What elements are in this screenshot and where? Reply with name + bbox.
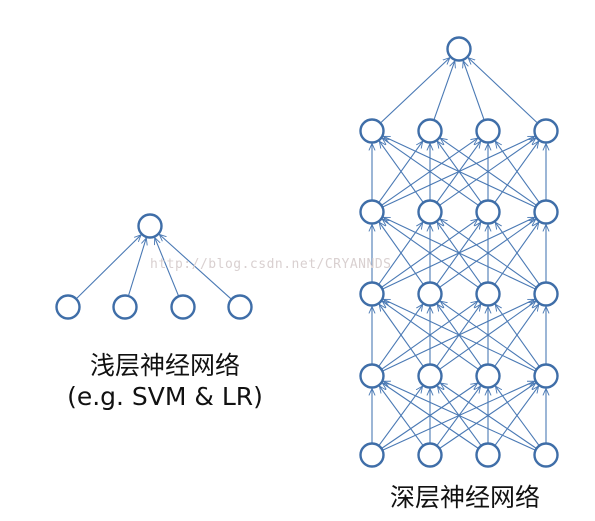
shallow-node-layer0-2	[170, 294, 196, 320]
shallow-edge-l0-n2-to-n0	[155, 238, 180, 297]
shallow-edge-l0-n1-to-n0	[127, 238, 146, 297]
deep-edge-l0-n2-to-n0	[382, 383, 479, 449]
deep-edge-l2-n3-to-n1	[440, 219, 537, 288]
deep-node-layer3-1	[417, 199, 443, 225]
deep-node-layer0-0	[359, 442, 385, 468]
deep-node-layer0-3	[533, 442, 559, 468]
deep-node-layer3-2	[475, 199, 501, 225]
deep-edge-l0-n3-to-n2	[495, 386, 540, 447]
watermark-text: http://blog.csdn.net/CRYANNDS	[150, 257, 392, 272]
deep-node-layer2-1	[417, 281, 443, 307]
deep-edge-l4-n2-to-n0	[463, 61, 485, 121]
deep-node-layer3-3	[533, 199, 559, 225]
deep-node-layer2-2	[475, 281, 501, 307]
deep-network-title: 深层神经网络	[389, 483, 540, 512]
deep-edge-l3-n3-to-n0	[383, 135, 536, 208]
deep-node-layer4-0	[359, 118, 385, 144]
deep-node-layer1-0	[359, 363, 385, 389]
deep-node-layer2-0	[359, 281, 385, 307]
deep-node-layer1-2	[475, 363, 501, 389]
deep-edge-l2-n3-to-n0	[383, 216, 536, 290]
deep-edge-l1-n3-to-n2	[495, 304, 540, 367]
deep-edge-l3-n1-to-n0	[379, 141, 424, 203]
shallow-edge-l0-n3-to-n0	[159, 234, 232, 300]
deep-edge-l2-n2-to-n0	[382, 219, 479, 288]
deep-edge-l3-n3-to-n1	[440, 138, 537, 206]
deep-node-layer5-0	[446, 36, 472, 62]
deep-edge-l3-n3-to-n2	[495, 141, 540, 203]
deep-node-layer4-3	[533, 118, 559, 144]
deep-edge-l4-n3-to-n0	[468, 58, 538, 124]
deep-node-layer3-0	[359, 199, 385, 225]
deep-node-layer1-3	[533, 363, 559, 389]
deep-node-layer0-1	[417, 442, 443, 468]
shallow-network-subtitle: (e.g. SVM & LR)	[67, 382, 263, 411]
deep-edge-l1-n3-to-n1	[440, 301, 537, 370]
deep-edge-l0-n3-to-n0	[383, 380, 536, 451]
shallow-edge-l0-n0-to-n0	[75, 235, 141, 300]
deep-node-layer2-3	[533, 281, 559, 307]
shallow-network-title: 浅层神经网络	[89, 351, 240, 380]
shallow-node-layer0-0	[55, 294, 81, 320]
deep-edge-l4-n1-to-n0	[433, 61, 455, 121]
deep-edge-l2-n1-to-n0	[379, 222, 424, 285]
deep-edge-l2-n3-to-n2	[495, 222, 540, 285]
deep-edge-l4-n0-to-n0	[380, 58, 450, 124]
shallow-node-layer0-3	[227, 294, 253, 320]
deep-edge-l0-n3-to-n1	[440, 383, 537, 449]
deep-edge-l3-n2-to-n0	[382, 138, 479, 206]
deep-edge-l1-n2-to-n0	[382, 301, 479, 370]
shallow-node-layer1-0	[137, 213, 163, 239]
shallow-node-layer0-1	[112, 294, 138, 320]
deep-edge-l1-n3-to-n0	[383, 298, 536, 372]
deep-edge-l0-n1-to-n0	[379, 386, 424, 447]
deep-node-layer4-1	[417, 118, 443, 144]
deep-edge-l1-n1-to-n0	[379, 304, 424, 367]
deep-node-layer0-2	[475, 442, 501, 468]
deep-node-layer4-2	[475, 118, 501, 144]
deep-node-layer1-1	[417, 363, 443, 389]
